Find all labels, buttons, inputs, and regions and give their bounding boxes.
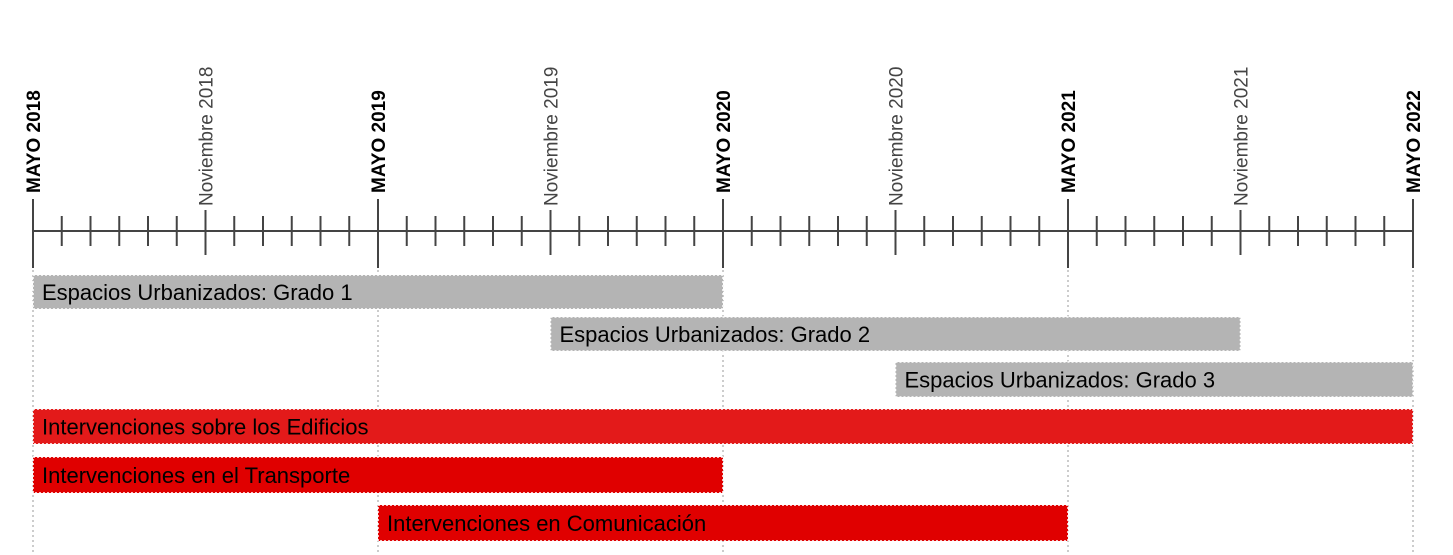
minor-date-label: Noviembre 2018	[197, 67, 218, 206]
task-bar	[32, 408, 1414, 445]
minor-date-label: Noviembre 2020	[887, 67, 908, 206]
task-label: Espacios Urbanizados: Grado 1	[42, 280, 353, 305]
task-label: Espacios Urbanizados: Grado 2	[560, 322, 871, 347]
major-date-label: MAYO 2019	[369, 90, 390, 193]
major-date-label: MAYO 2020	[714, 90, 735, 193]
task-label: Espacios Urbanizados: Grado 3	[905, 368, 1216, 393]
task-bar	[549, 316, 1242, 352]
major-date-label: MAYO 2021	[1059, 90, 1080, 193]
task-bar	[377, 504, 1069, 542]
task-bar	[32, 274, 724, 310]
minor-date-label: Noviembre 2021	[1232, 67, 1253, 206]
major-date-label: MAYO 2018	[24, 90, 45, 193]
task-bar	[894, 361, 1414, 398]
task-label: Intervenciones en Comunicación	[387, 511, 706, 536]
major-date-label: MAYO 2022	[1404, 90, 1425, 193]
task-bar	[32, 456, 724, 494]
minor-date-label: Noviembre 2019	[542, 67, 563, 206]
task-label: Intervenciones sobre los Edificios	[42, 415, 369, 440]
task-label: Intervenciones en el Transporte	[42, 463, 350, 488]
